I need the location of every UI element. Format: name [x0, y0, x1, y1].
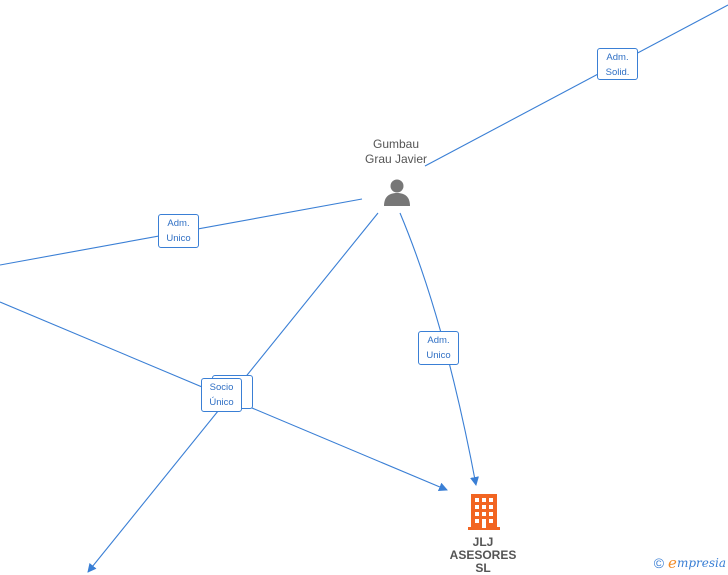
- company-name-line3: SL: [475, 561, 491, 575]
- edge-adm-solid: [424, 4, 728, 167]
- person-name-line2: Grau Javier: [364, 152, 428, 166]
- company-name-line2: ASESORES: [449, 548, 517, 562]
- person-name-label: Gumbau Grau Javier: [346, 137, 446, 167]
- person-icon[interactable]: [382, 177, 412, 207]
- person-name-line1: Gumbau: [372, 137, 420, 151]
- relation-socio-unico[interactable]: Socio Único: [201, 378, 242, 412]
- copyright-symbol: ©: [653, 555, 665, 571]
- relation-adm-unico-company[interactable]: Adm. Unico: [418, 331, 459, 365]
- empresia-logo-rest: mpresia: [676, 556, 726, 570]
- building-icon[interactable]: [468, 494, 500, 530]
- empresia-logo-initial: e: [668, 554, 677, 572]
- relation-adm-unico-left[interactable]: Adm. Unico: [158, 214, 199, 248]
- empresia-brand[interactable]: © e mpresia: [654, 554, 726, 572]
- company-name-line1: JLJ: [472, 535, 494, 549]
- relation-adm-solid[interactable]: Adm. Solid.: [597, 48, 638, 80]
- company-name-label[interactable]: JLJ ASESORES SL: [433, 536, 533, 575]
